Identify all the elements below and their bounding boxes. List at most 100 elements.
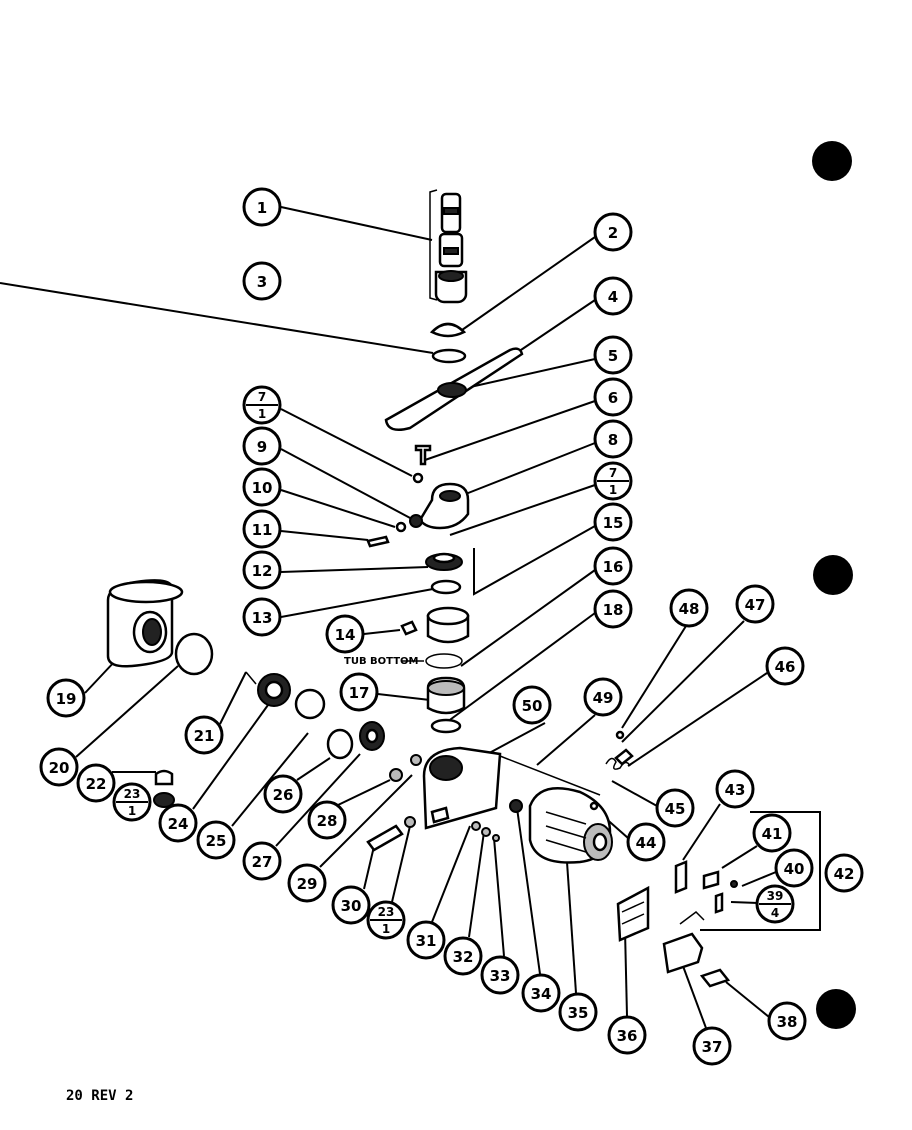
part-20-clamp bbox=[174, 632, 214, 676]
callout-circle bbox=[184, 715, 224, 755]
callout-number: 47 bbox=[745, 596, 766, 614]
callout-number: 37 bbox=[702, 1038, 723, 1056]
callout-circle bbox=[607, 1015, 647, 1055]
callout-number: 50 bbox=[522, 697, 543, 715]
callout-28: 28 bbox=[307, 800, 347, 840]
callout-circle bbox=[443, 936, 483, 976]
callout-circle bbox=[824, 853, 864, 893]
callout-number: 46 bbox=[775, 658, 796, 676]
callout-circle bbox=[242, 261, 282, 301]
callout-circle bbox=[242, 509, 282, 549]
callout-number: 7 bbox=[609, 466, 617, 480]
callout-40: 40 bbox=[774, 848, 814, 888]
callout-circle bbox=[196, 820, 236, 860]
callout-subnumber: 1 bbox=[382, 922, 390, 936]
callout-number: 8 bbox=[608, 431, 618, 449]
callout-number: 5 bbox=[608, 347, 618, 365]
callout-1: 1 bbox=[242, 187, 282, 227]
callout-48: 48 bbox=[669, 588, 709, 628]
callout-number: 23 bbox=[378, 905, 395, 919]
callout-circle bbox=[669, 588, 709, 628]
callout-11: 11 bbox=[242, 509, 282, 549]
callout-35: 35 bbox=[558, 992, 598, 1032]
part-36-bracket bbox=[616, 885, 650, 942]
callout-number: 7 bbox=[258, 390, 266, 404]
callout-number: 44 bbox=[636, 834, 657, 852]
callout-number: 24 bbox=[168, 815, 189, 833]
callout-number: 40 bbox=[784, 860, 805, 878]
callout-number: 34 bbox=[531, 985, 552, 1003]
callout-19: 19 bbox=[46, 678, 86, 718]
callout-49: 49 bbox=[583, 677, 623, 717]
callout-number: 2 bbox=[608, 224, 618, 242]
callout-number: 23 bbox=[124, 787, 141, 801]
callout-circle bbox=[242, 467, 282, 507]
callout-number: 38 bbox=[777, 1013, 798, 1031]
callout-8: 8 bbox=[593, 419, 633, 459]
callout-4: 4 bbox=[593, 276, 633, 316]
callout-38: 38 bbox=[767, 1001, 807, 1041]
callout-number: 11 bbox=[252, 521, 273, 539]
callout-circle bbox=[715, 769, 755, 809]
callout-circle bbox=[558, 992, 598, 1032]
part-8-pump-housing bbox=[418, 482, 470, 530]
callout-7-over-1: 71 bbox=[242, 385, 282, 425]
callout-number: 43 bbox=[725, 781, 746, 799]
callout-circle bbox=[242, 426, 282, 466]
callout-circle bbox=[287, 863, 327, 903]
callout-number: 20 bbox=[49, 759, 70, 777]
part-37-switch bbox=[662, 932, 704, 974]
callout-18: 18 bbox=[593, 589, 633, 629]
binder-hole-middle bbox=[813, 555, 853, 595]
callout-circle bbox=[39, 747, 79, 787]
callout-number: 14 bbox=[335, 626, 356, 644]
callout-30: 30 bbox=[331, 885, 371, 925]
parts-artwork: TUB BOTTOM bbox=[106, 189, 738, 988]
callout-circle bbox=[583, 677, 623, 717]
part-30-pin bbox=[366, 824, 404, 852]
callout-33: 33 bbox=[480, 955, 520, 995]
callout-number: 45 bbox=[665, 800, 686, 818]
callout-45: 45 bbox=[655, 788, 695, 828]
callout-circle bbox=[655, 788, 695, 828]
callout-31: 31 bbox=[406, 920, 446, 960]
callout-6: 6 bbox=[593, 377, 633, 417]
part-3-ring bbox=[431, 348, 467, 364]
callout-10: 10 bbox=[242, 467, 282, 507]
callout-number: 27 bbox=[252, 853, 273, 871]
callout-number: 9 bbox=[257, 438, 267, 456]
callout-5: 5 bbox=[593, 335, 633, 375]
callout-number: 35 bbox=[568, 1004, 589, 1022]
callout-number: 49 bbox=[593, 689, 614, 707]
callout-50: 50 bbox=[512, 685, 552, 725]
callout-circle bbox=[767, 1001, 807, 1041]
callout-number: 41 bbox=[762, 825, 783, 843]
callout-circle bbox=[593, 212, 633, 252]
callout-number: 12 bbox=[252, 562, 273, 580]
callout-number: 15 bbox=[603, 514, 624, 532]
callout-17: 17 bbox=[339, 672, 379, 712]
callout-circle bbox=[593, 377, 633, 417]
callout-number: 25 bbox=[206, 832, 227, 850]
callout-39-over-4: 394 bbox=[755, 884, 795, 924]
callout-42: 42 bbox=[824, 853, 864, 893]
callout-number: 30 bbox=[341, 897, 362, 915]
callout-21: 21 bbox=[184, 715, 224, 755]
callout-22: 22 bbox=[76, 763, 116, 803]
callout-circle bbox=[480, 955, 520, 995]
callout-16: 16 bbox=[593, 546, 633, 586]
callout-circle bbox=[263, 774, 303, 814]
callout-34: 34 bbox=[521, 973, 561, 1013]
callout-circle bbox=[406, 920, 446, 960]
binder-hole-bottom bbox=[816, 989, 856, 1029]
callout-number: 32 bbox=[453, 948, 474, 966]
callout-26: 26 bbox=[263, 774, 303, 814]
callout-36: 36 bbox=[607, 1015, 647, 1055]
callout-number: 6 bbox=[608, 389, 618, 407]
callout-number: 26 bbox=[273, 786, 294, 804]
callout-number: 21 bbox=[194, 727, 215, 745]
callout-circle bbox=[512, 685, 552, 725]
part-2-cap bbox=[429, 322, 467, 338]
callout-circle bbox=[521, 973, 561, 1013]
